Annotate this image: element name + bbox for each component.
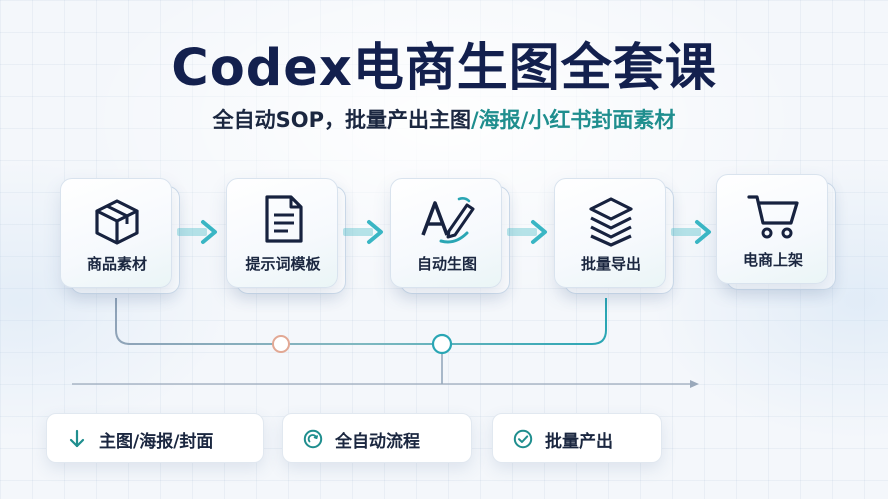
step-电商上架: 电商上架 bbox=[716, 174, 836, 290]
step-商品素材: 商品素材 bbox=[60, 178, 180, 294]
page-subtitle: 全自动SOP，批量产出主图/海报/小红书封面素材 bbox=[0, 104, 888, 134]
step-label: 电商上架 bbox=[742, 251, 803, 269]
cart-icon bbox=[747, 195, 799, 239]
page-title: Codex电商生图全套课 bbox=[171, 39, 717, 98]
arrow-down-icon bbox=[69, 429, 85, 448]
step-card: 提示词模板 bbox=[226, 178, 338, 288]
document-icon bbox=[265, 195, 303, 243]
step-批量导出: 批量导出 bbox=[554, 178, 674, 294]
feature-label: 批量产出 bbox=[545, 432, 613, 452]
step-自动生图: 自动生图 bbox=[390, 178, 510, 294]
step-提示词模板: 提示词模板 bbox=[226, 178, 346, 294]
check-circle-icon bbox=[513, 429, 533, 449]
bracket-line bbox=[115, 298, 607, 345]
subtitle-lead: 全自动SOP，批量产出主图 bbox=[212, 108, 472, 132]
timeline-arrowhead bbox=[690, 380, 699, 388]
step-card: 电商上架 bbox=[716, 174, 828, 284]
subtitle-highlight-1: /海报/ bbox=[471, 108, 529, 132]
step-label: 提示词模板 bbox=[245, 255, 321, 273]
step-card: 自动生图 bbox=[390, 178, 502, 288]
feature-pill-automation: 全自动流程 bbox=[282, 413, 472, 463]
arrow-right-icon bbox=[507, 220, 547, 244]
node-teal bbox=[431, 333, 453, 355]
step-card: 批量导出 bbox=[554, 178, 666, 288]
feature-pill-batch: 批量产出 bbox=[492, 413, 662, 463]
box-icon bbox=[95, 199, 139, 245]
step-label: 批量导出 bbox=[580, 255, 641, 273]
step-card: 商品素材 bbox=[60, 178, 172, 288]
layers-icon bbox=[589, 197, 633, 247]
ai-pen-icon bbox=[421, 197, 475, 244]
feature-label: 全自动流程 bbox=[335, 432, 420, 452]
feature-label: 主图/海报/封面 bbox=[99, 432, 214, 452]
refresh-circle-icon bbox=[303, 429, 323, 449]
arrow-right-icon bbox=[671, 220, 711, 244]
feature-pill-formats: 主图/海报/封面 bbox=[46, 413, 264, 463]
arrow-right-icon bbox=[343, 220, 383, 244]
subtitle-highlight-2: 小红书封面素材 bbox=[528, 108, 676, 132]
arrow-right-icon bbox=[177, 220, 217, 244]
step-label: 商品素材 bbox=[86, 255, 147, 273]
node-warm bbox=[272, 335, 290, 353]
step-label: 自动生图 bbox=[416, 255, 477, 273]
